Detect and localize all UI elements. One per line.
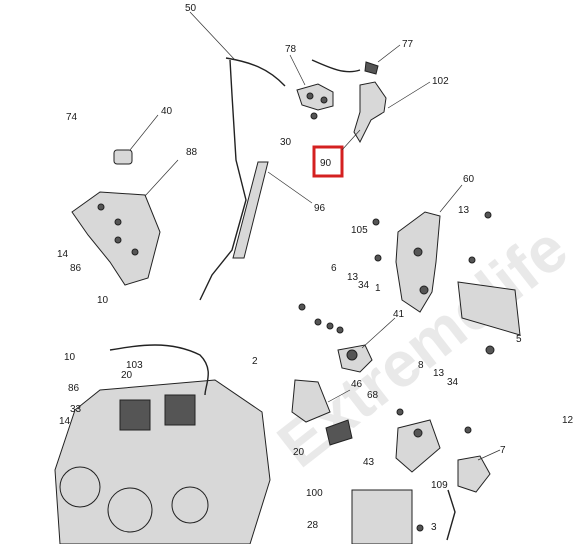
callout-1: 1 xyxy=(375,283,381,294)
callout-103: 103 xyxy=(126,360,143,371)
callout-96: 96 xyxy=(314,203,326,214)
part-96-sleeve xyxy=(232,161,269,259)
callout-30: 30 xyxy=(280,137,292,148)
part-30-bolt xyxy=(310,112,318,120)
callout-33: 33 xyxy=(70,404,82,415)
callout-60: 60 xyxy=(463,174,475,185)
callout-68: 68 xyxy=(367,390,379,401)
callout-3: 3 xyxy=(431,522,437,533)
part-7-mount xyxy=(457,455,491,493)
highlight-box-90 xyxy=(312,145,344,178)
callout-5: 5 xyxy=(516,334,522,345)
part-40-spacer xyxy=(113,149,133,165)
callout-86b: 86 xyxy=(68,383,80,394)
callout-46: 46 xyxy=(351,379,363,390)
callout-12: 12 xyxy=(562,415,574,426)
callout-40: 40 xyxy=(161,106,173,117)
callout-7: 7 xyxy=(500,445,506,456)
callout-105: 105 xyxy=(351,225,368,236)
callout-109: 109 xyxy=(431,480,448,491)
callout-34b: 34 xyxy=(447,377,459,388)
callout-88: 88 xyxy=(186,147,198,158)
callout-78: 78 xyxy=(285,44,297,55)
callout-28: 28 xyxy=(307,520,319,531)
callout-90: 90 xyxy=(320,158,332,169)
callout-100: 100 xyxy=(306,488,323,499)
callout-14a: 14 xyxy=(57,249,69,260)
part-3-box xyxy=(351,489,413,544)
part-68-pad xyxy=(325,419,353,446)
part-77-clip xyxy=(364,61,379,75)
callout-13a: 13 xyxy=(458,205,470,216)
callout-13c: 13 xyxy=(433,368,445,379)
part-43-mount xyxy=(395,419,441,473)
throttle-cable xyxy=(199,59,247,301)
callout-2: 2 xyxy=(252,356,258,367)
callout-20b: 20 xyxy=(293,447,305,458)
callout-50: 50 xyxy=(185,3,197,14)
part-78-bracket xyxy=(296,83,334,111)
part-109-hose xyxy=(446,489,456,541)
callout-20a: 20 xyxy=(121,370,133,381)
callout-6a: 6 xyxy=(331,263,337,274)
part-cylinder xyxy=(457,281,521,336)
callout-8: 8 xyxy=(418,360,424,371)
callout-74: 74 xyxy=(66,112,78,123)
callout-43: 43 xyxy=(363,457,375,468)
callout-13b: 13 xyxy=(347,272,359,283)
callout-77: 77 xyxy=(402,39,414,50)
callout-34a: 34 xyxy=(358,280,370,291)
part-102-lever xyxy=(353,81,387,144)
part-60-bracket xyxy=(395,211,441,313)
callout-14b: 14 xyxy=(59,416,71,427)
callout-10a: 10 xyxy=(97,295,109,306)
callout-10b: 10 xyxy=(64,352,76,363)
callout-102: 102 xyxy=(432,76,449,87)
callout-41: 41 xyxy=(393,309,405,320)
callout-86a: 86 xyxy=(70,263,82,274)
engine-block xyxy=(54,379,271,544)
part-46-bracket xyxy=(291,379,331,423)
